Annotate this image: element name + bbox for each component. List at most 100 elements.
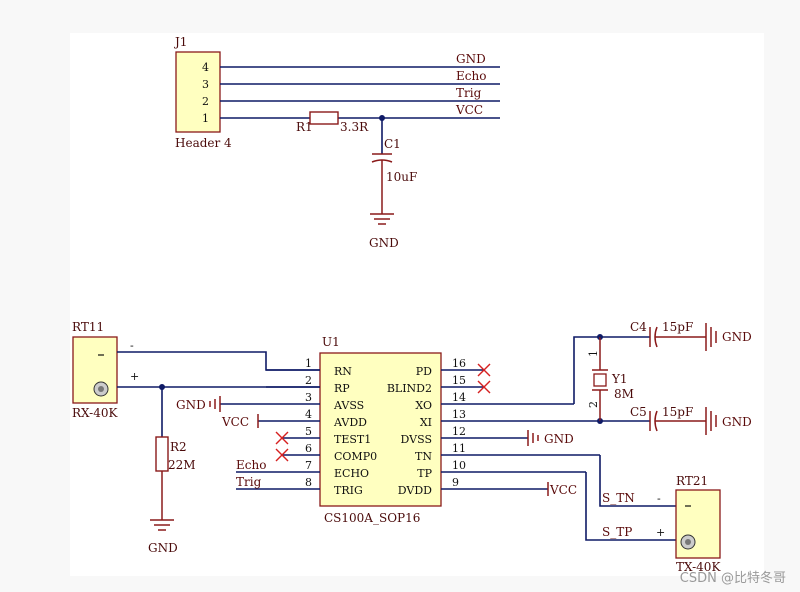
u1-part: CS100A_SOP16 xyxy=(324,511,420,525)
u1-body xyxy=(319,352,442,507)
u1-ref: U1 xyxy=(322,335,340,349)
u1-pin-5-num: 5 xyxy=(305,425,312,438)
tn-wire xyxy=(599,455,676,507)
rt21-body xyxy=(675,489,721,559)
trig-net-label: Trig xyxy=(236,475,262,489)
c5-value: 15pF xyxy=(662,405,693,419)
u1-pin-6-num: 6 xyxy=(305,442,312,455)
u1-pin-9-num: 9 xyxy=(452,476,459,489)
net-label-gnd: GND xyxy=(456,52,486,66)
rt21-part: TX-40K xyxy=(676,560,721,574)
u1-pin-rn: RN xyxy=(334,365,352,378)
j1-part: Header 4 xyxy=(175,136,232,150)
j1-pin-3: 3 xyxy=(202,78,209,91)
u1-pin-12-num: 12 xyxy=(452,425,466,438)
u1-pin-10-num: 10 xyxy=(452,459,466,472)
net-label-echo: Echo xyxy=(456,69,486,83)
j1-pin-2: 2 xyxy=(202,95,209,108)
c1-gnd-label: GND xyxy=(369,236,399,250)
u1-pin-blind2: BLIND2 xyxy=(387,382,432,395)
u1-pin-tn: TN xyxy=(415,450,432,463)
u1-pin-echo: ECHO xyxy=(334,467,369,480)
c5-gnd-label: GND xyxy=(722,415,752,429)
rn-wire xyxy=(117,351,320,371)
avdd-vcc-label: VCC xyxy=(221,415,249,429)
c4-gnd-label: GND xyxy=(722,330,752,344)
rt21-plus: + xyxy=(656,526,665,539)
right-power-nets: GND VCC xyxy=(527,430,577,497)
avss-gnd-label: GND xyxy=(176,398,206,412)
r1-body xyxy=(309,111,339,125)
u1-pin-11-num: 11 xyxy=(452,442,466,455)
dvss-gnd-label: GND xyxy=(544,432,574,446)
u1-pin-16-num: 16 xyxy=(452,357,466,370)
u1-pin-comp0: COMP0 xyxy=(334,450,377,463)
capacitor-c4: C4 15pF GND xyxy=(600,320,752,351)
u1-pin-tp: TP xyxy=(417,467,432,480)
u1-pin-14-num: 14 xyxy=(452,391,466,404)
r2-value: 22M xyxy=(168,458,196,472)
u1-pin-4-num: 4 xyxy=(305,408,312,421)
r1-ref: R1 xyxy=(296,120,313,134)
capacitor-c5: C5 15pF GND xyxy=(600,405,752,435)
u1-pin-avdd: AVDD xyxy=(333,416,367,429)
rt21-minus: - xyxy=(657,492,661,505)
u1-pin-trig: TRIG xyxy=(334,484,363,497)
net-label-vcc: VCC xyxy=(455,103,483,117)
tp-wire xyxy=(585,472,676,541)
u1-pin-rp: RP xyxy=(334,382,350,395)
r2-gnd-label: GND xyxy=(148,541,178,555)
u1-pin-xo: XO xyxy=(415,399,432,412)
j1-body xyxy=(175,51,221,133)
resistor-r1: R1 3.3R xyxy=(296,111,369,134)
ic-u1: U1 CS100A_SOP16 1 2 3 4 5 6 7 8 RN RP AV… xyxy=(220,335,600,525)
u1-pin-dvdd: DVDD xyxy=(398,484,432,497)
u1-pin-1-num: 1 xyxy=(305,357,312,370)
u1-pin-15-num: 15 xyxy=(452,374,466,387)
y1-pin2: 2 xyxy=(587,401,600,408)
capacitor-c1: C1 10uF GND xyxy=(369,115,417,250)
rt11-part: RX-40K xyxy=(72,406,118,420)
transducer-rt21: S_TN S_TP - + RT21 TX-40K xyxy=(585,455,721,574)
no-connect-marks xyxy=(275,363,491,462)
r1-value: 3.3R xyxy=(340,120,369,134)
rt21-s-tp: S_TP xyxy=(602,525,632,539)
u1-pin-7-num: 7 xyxy=(305,459,312,472)
rt21-ref: RT21 xyxy=(676,474,708,488)
y1-body xyxy=(593,373,607,387)
rt11-ref: RT11 xyxy=(72,320,104,334)
y1-value: 8M xyxy=(614,387,634,401)
u1-pin-2-num: 2 xyxy=(305,374,312,387)
j1-pin-4: 4 xyxy=(202,61,209,74)
crystal-y1: 1 2 Y1 8M xyxy=(573,334,634,424)
header-j1: J1 4 3 2 1 Header 4 GND Echo Trig VCC xyxy=(173,35,500,150)
u1-pin-test1: TEST1 xyxy=(334,433,371,446)
c1-value: 10uF xyxy=(386,170,417,184)
u1-pin-3-num: 3 xyxy=(305,391,312,404)
y1-ref: Y1 xyxy=(611,372,628,386)
y1-pin1: 1 xyxy=(587,350,600,357)
c5-ref: C5 xyxy=(630,405,647,419)
u1-pin-xi: XI xyxy=(420,416,432,429)
u1-pin-8-num: 8 xyxy=(305,476,312,489)
u1-pin-13-num: 13 xyxy=(452,408,466,421)
u1-pin-avss: AVSS xyxy=(333,399,364,412)
net-label-trig: Trig xyxy=(456,86,482,100)
j1-pin-1: 1 xyxy=(202,112,209,125)
c4-ref: C4 xyxy=(630,320,647,334)
j1-ref: J1 xyxy=(173,35,187,49)
c4-value: 15pF xyxy=(662,320,693,334)
resistor-r2: R2 22M GND xyxy=(148,387,196,555)
rt11-plus: + xyxy=(130,370,139,383)
r2-body xyxy=(155,436,169,472)
watermark: CSDN @比特冬哥 xyxy=(679,571,786,586)
echo-net-label: Echo xyxy=(236,458,266,472)
c1-ref: C1 xyxy=(384,137,401,151)
r2-ref: R2 xyxy=(170,440,187,454)
u1-pin-pd: PD xyxy=(416,365,432,378)
u1-pin-dvss: DVSS xyxy=(401,433,432,446)
left-power-nets: GND VCC Echo Trig xyxy=(176,396,266,489)
dvdd-vcc-label: VCC xyxy=(549,483,577,497)
